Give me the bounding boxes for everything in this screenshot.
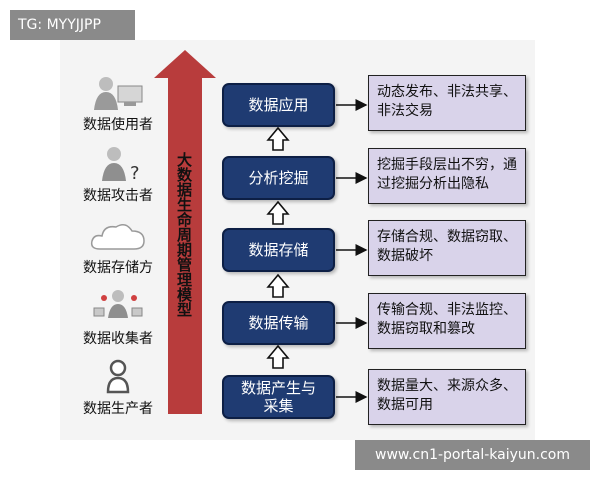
actor-data-attacker: ? 数据攻击者 xyxy=(68,145,168,207)
stage-box-data-application: 数据应用 xyxy=(222,83,335,127)
cloud-icon xyxy=(90,224,145,250)
actor-label: 数据生产者 xyxy=(83,401,153,417)
attacker-icon: ? xyxy=(102,147,140,183)
stage-up-arrow xyxy=(266,344,290,369)
risk-box-analysis-mining: 挖掘手段层出不穷，通过挖掘分析出隐私 xyxy=(368,148,526,204)
model-title: 大数据生命周期管理模型 xyxy=(175,152,193,317)
actor-label: 数据攻击者 xyxy=(83,188,153,204)
actor-data-producer: 数据生产者 xyxy=(68,358,168,420)
tg-tag: TG: MYYJJPP xyxy=(10,10,135,40)
risk-box-data-generation: 数据量大、来源众多、数据可用 xyxy=(368,369,526,425)
stage-up-arrow xyxy=(266,200,290,225)
stage-up-arrow xyxy=(266,126,290,151)
stage-box-data-transmission: 数据传输 xyxy=(222,301,335,345)
stage-box-data-storage: 数据存储 xyxy=(222,228,335,272)
user-at-computer-icon xyxy=(94,77,143,110)
stage-up-arrow xyxy=(266,273,290,298)
lifecycle-big-arrow xyxy=(154,50,216,414)
stage-box-analysis-mining: 分析挖掘 xyxy=(222,156,335,200)
risk-box-data-application: 动态发布、非法共享、非法交易 xyxy=(368,75,526,131)
actor-data-user: 数据使用者 xyxy=(68,74,168,136)
person-icon xyxy=(106,359,130,394)
risk-box-data-transmission: 传输合规、非法监控、数据窃取和篡改 xyxy=(368,293,526,349)
actor-label: 数据收集者 xyxy=(83,331,153,347)
stage-box-data-generation: 数据产生与采集 xyxy=(222,375,335,419)
actor-label: 数据存储方 xyxy=(83,260,153,276)
risk-box-data-storage: 存储合规、数据窃取、数据破坏 xyxy=(368,220,526,276)
collector-icon xyxy=(93,290,143,318)
watermark-url: www.cn1-portal-kaiyun.com xyxy=(355,440,590,470)
svg-text:?: ? xyxy=(130,163,140,183)
actor-data-collector: 数据收集者 xyxy=(68,288,168,350)
actor-label: 数据使用者 xyxy=(83,117,153,133)
actor-data-storage: 数据存储方 xyxy=(68,217,168,279)
